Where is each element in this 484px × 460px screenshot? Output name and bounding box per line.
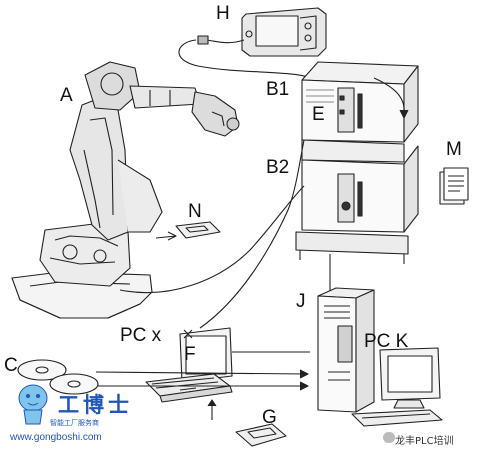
watermark-url: www.gongboshi.com	[10, 432, 102, 443]
label-b1: B1	[266, 79, 290, 100]
label-e: E	[312, 104, 325, 125]
watermark-subtitle: 智能工厂服务商	[50, 419, 99, 427]
label-b2: B2	[266, 157, 290, 178]
watermark-brand: 龙丰PLC培训	[395, 436, 454, 447]
disk-g	[235, 423, 287, 447]
label-f: F	[184, 344, 196, 365]
label-a: A	[60, 85, 73, 106]
label-c: C	[4, 355, 18, 376]
label-pc-k: PC K	[364, 331, 409, 352]
cd-discs	[17, 359, 99, 395]
label-g: G	[262, 407, 277, 428]
laptop-computer	[145, 327, 233, 403]
flexpendant-device	[178, 7, 327, 79]
label-m: M	[446, 139, 462, 160]
connection-lines	[95, 139, 310, 420]
desktop-monitor	[351, 347, 443, 427]
manual-documents	[439, 167, 469, 205]
watermark-title: 工博士	[58, 393, 133, 417]
label-j: J	[296, 291, 306, 312]
controller-cabinet	[295, 61, 419, 300]
label-pc-x: PC x	[120, 325, 162, 346]
label-n: N	[188, 201, 202, 222]
label-h: H	[216, 3, 230, 24]
watermark-mascot-icon	[14, 382, 52, 426]
industrial-robot	[11, 61, 240, 319]
disk-n	[155, 221, 221, 241]
desktop-pc-tower	[317, 287, 375, 413]
wechat-icon	[383, 432, 395, 443]
